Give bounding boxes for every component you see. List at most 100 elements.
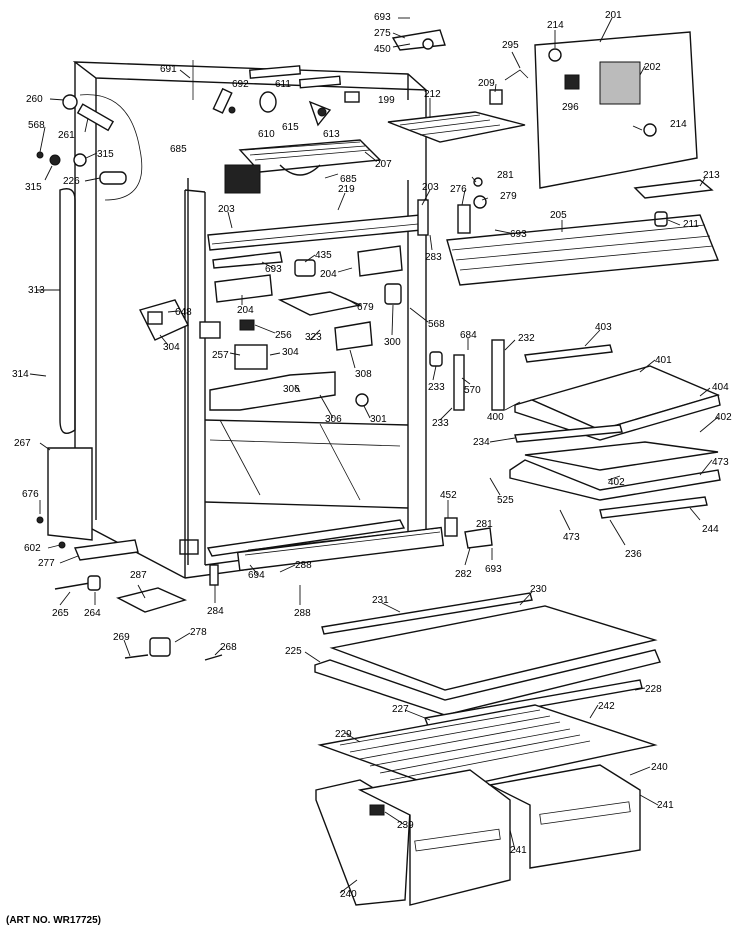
callout-labels: 693 275 450 214 201 295 691 692 611 199 …	[12, 10, 732, 900]
callout-label: 242	[598, 701, 615, 712]
callout-label: 613	[323, 129, 340, 140]
callout-label: 602	[24, 543, 41, 554]
callout-label: 283	[425, 252, 442, 263]
callout-label: 240	[340, 889, 357, 900]
callout-label: 256	[275, 330, 292, 341]
callout-label: 693	[510, 229, 527, 240]
callout-label: 288	[295, 560, 312, 571]
callout-label: 279	[500, 191, 517, 202]
callout-label: 296	[562, 102, 579, 113]
callout-label: 570	[464, 385, 481, 396]
callout-label: 227	[392, 704, 409, 715]
callout-label: 233	[428, 382, 445, 393]
callout-label: 400	[487, 412, 504, 423]
callout-label: 240	[651, 762, 668, 773]
callout-label: 525	[497, 495, 514, 506]
callout-label: 610	[258, 129, 275, 140]
bottom-margin	[0, 935, 750, 943]
callout-label: 304	[163, 342, 180, 353]
callout-label: 287	[130, 570, 147, 581]
callout-label: 278	[190, 627, 207, 638]
callout-label: 244	[702, 524, 719, 535]
callout-label: 685	[170, 144, 187, 155]
callout-label: 288	[294, 608, 311, 619]
callout-label: 276	[450, 184, 467, 195]
callout-label: 402	[608, 477, 625, 488]
art-number: (ART NO. WR17725)	[6, 915, 101, 926]
freezer-components	[212, 29, 446, 194]
right-upper-parts	[387, 31, 719, 411]
callout-label: 402	[715, 412, 732, 423]
callout-label: 209	[478, 78, 495, 89]
callout-label: 693	[265, 264, 282, 275]
callout-label: 214	[670, 119, 687, 130]
callout-label: 306	[325, 414, 342, 425]
callout-label: 568	[28, 120, 45, 131]
callout-label: 685	[340, 174, 357, 185]
callout-label: 404	[712, 382, 729, 393]
callout-label: 203	[218, 204, 235, 215]
callout-label: 201	[605, 10, 622, 21]
callout-label: 264	[84, 608, 101, 619]
callout-label: 692	[232, 79, 249, 90]
crisper-assembly	[314, 592, 661, 906]
control-components	[138, 214, 423, 411]
callout-label: 473	[563, 532, 580, 543]
callout-label: 230	[530, 584, 547, 595]
callout-label: 241	[510, 845, 527, 856]
callout-label: 277	[38, 558, 55, 569]
callout-label: 648	[175, 307, 192, 318]
left-parts	[36, 94, 223, 661]
callout-label: 261	[58, 130, 75, 141]
callout-label: 231	[372, 595, 389, 606]
callout-label: 281	[476, 519, 493, 530]
callout-label: 265	[52, 608, 69, 619]
callout-label: 225	[285, 646, 302, 657]
callout-label: 679	[357, 302, 374, 313]
callout-label: 219	[338, 184, 355, 195]
leader-lines	[29, 17, 719, 894]
callout-label: 212	[424, 89, 441, 100]
callout-label: 684	[460, 330, 477, 341]
callout-label: 315	[25, 182, 42, 193]
callout-label: 211	[683, 219, 699, 230]
callout-label: 204	[320, 269, 337, 280]
callout-label: 403	[595, 322, 612, 333]
callout-label: 226	[63, 176, 80, 187]
callout-label: 268	[220, 642, 237, 653]
callout-label: 202	[644, 62, 661, 73]
callout-label: 228	[645, 684, 662, 695]
callout-label: 452	[440, 490, 457, 501]
callout-label: 281	[497, 170, 514, 181]
callout-label: 676	[22, 489, 39, 500]
callout-label: 611	[275, 79, 291, 90]
callout-label: 234	[473, 437, 490, 448]
callout-label: 267	[14, 438, 31, 449]
callout-label: 693	[485, 564, 502, 575]
cabinet	[72, 60, 428, 579]
callout-label: 282	[455, 569, 472, 580]
callout-label: 314	[12, 369, 29, 380]
callout-label: 260	[26, 94, 43, 105]
callout-label: 229	[335, 729, 352, 740]
callout-label: 694	[248, 570, 265, 581]
callout-label: 213	[703, 170, 720, 181]
callout-label: 306	[283, 384, 300, 395]
callout-label: 435	[315, 250, 332, 261]
callout-label: 615	[282, 122, 299, 133]
callout-label: 233	[432, 418, 449, 429]
callout-label: 323	[305, 332, 322, 343]
callout-label: 199	[378, 95, 395, 106]
callout-label: 236	[625, 549, 642, 560]
callout-label: 239	[397, 820, 414, 831]
callout-label: 308	[355, 369, 372, 380]
callout-label: 295	[502, 40, 519, 51]
callout-label: 284	[207, 606, 224, 617]
callout-label: 693	[374, 12, 391, 23]
callout-label: 241	[657, 800, 674, 811]
callout-label: 473	[712, 457, 729, 468]
shelves	[236, 344, 721, 572]
callout-label: 257	[212, 350, 229, 361]
callout-label: 691	[160, 64, 177, 75]
